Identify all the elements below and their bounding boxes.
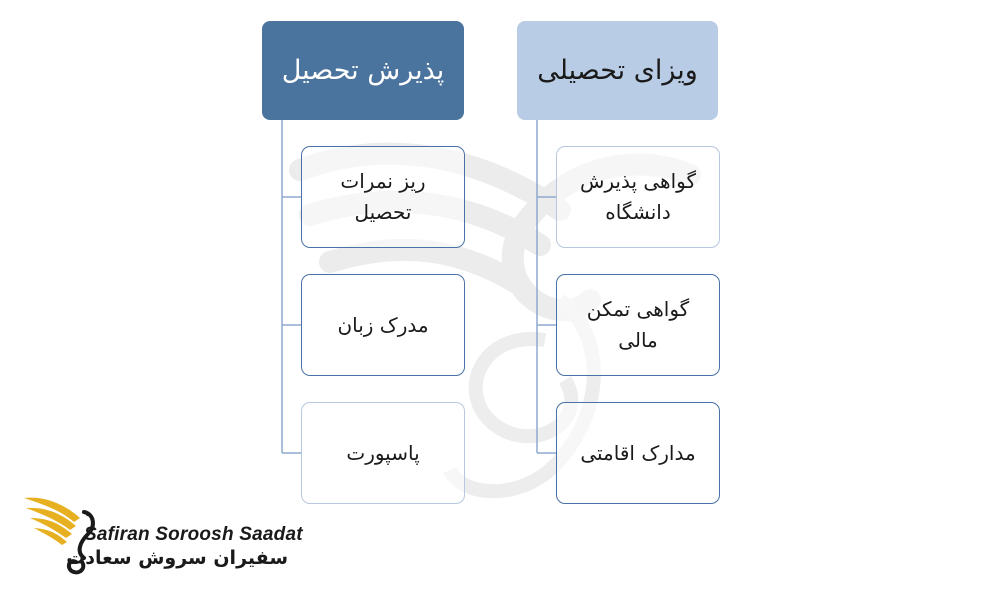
- logo-name-fa: سفیران سروش سعادت: [66, 547, 288, 569]
- visa-item-label: گواهی تمکن مالی: [586, 297, 690, 352]
- admission-item-language-certificate: مدرک زبان: [301, 274, 465, 376]
- golden-wing-icon: [24, 497, 95, 575]
- admission-header: پذیرش تحصیل: [262, 21, 464, 120]
- admission-item-label: پاسپورت: [346, 440, 420, 465]
- admission-item-label: ریز نمرات تحصیل: [340, 169, 426, 224]
- visa-header: ویزای تحصیلی: [517, 21, 718, 120]
- admission-item-passport: پاسپورت: [301, 402, 465, 504]
- visa-item-residence-documents: مدارک اقامتی: [556, 402, 720, 504]
- admission-title: پذیرش تحصیل: [281, 55, 445, 86]
- visa-item-label: مدارک اقامتی: [580, 440, 696, 465]
- visa-item-admission-letter: گواهی پذیرش دانشگاه: [556, 146, 720, 248]
- admission-item-label: مدرک زبان: [337, 312, 429, 337]
- company-logo: Safiran Soroosh Saadat سفیران سروش سعادت: [22, 492, 303, 582]
- logo-name-en: Safiran Soroosh Saadat: [84, 524, 303, 545]
- admission-item-transcript: ریز نمرات تحصیل: [301, 146, 465, 248]
- visa-item-financial-proof: گواهی تمکن مالی: [556, 274, 720, 376]
- visa-title: ویزای تحصیلی: [537, 55, 698, 86]
- visa-item-label: گواهی پذیرش دانشگاه: [579, 169, 697, 224]
